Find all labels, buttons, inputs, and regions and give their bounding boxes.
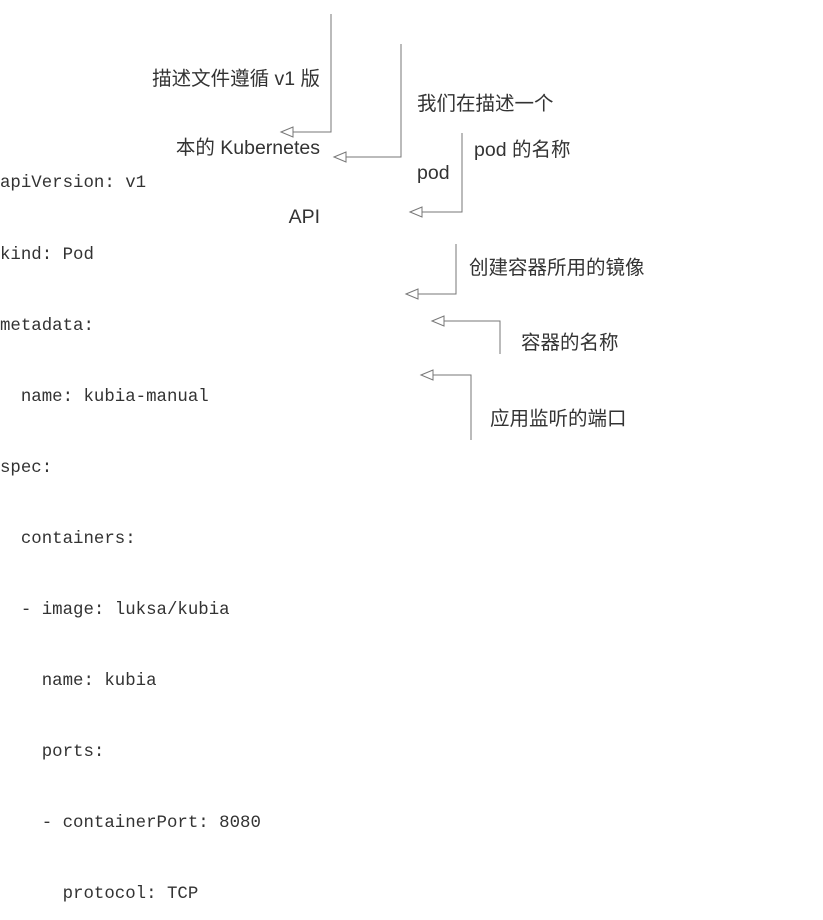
annotation-api-version-line-3: API [288, 206, 320, 228]
callout-arrow-api-version [279, 14, 332, 138]
callout-arrow-pod-name [408, 133, 463, 218]
code-line-protocol: protocol: TCP [0, 885, 199, 905]
callout-arrow-kind [332, 44, 402, 163]
code-line-spec: spec: [0, 458, 53, 478]
code-line-metadata-name: name: kubia-manual [0, 387, 209, 407]
annotation-api-version-line-2: 本的 Kubernetes [175, 137, 320, 159]
annotation-api-version-line-1: 描述文件遵循 v1 版 [152, 68, 320, 90]
code-line-container-name: name: kubia [0, 672, 157, 692]
callout-arrows [279, 14, 501, 440]
code-line-api-version: apiVersion: v1 [0, 174, 147, 194]
annotation-image: 创建容器所用的镜像 [469, 257, 645, 279]
code-line-kind: kind: Pod [0, 245, 94, 265]
code-line-metadata: metadata: [0, 316, 94, 336]
annotation-api-version: 描述文件遵循 v1 版 本的 Kubernetes API [60, 22, 320, 252]
callout-arrow-image [404, 244, 457, 300]
callout-arrow-container-name [430, 315, 501, 354]
code-line-containers: containers: [0, 529, 136, 549]
annotation-pod-name: pod 的名称 [474, 139, 571, 161]
callout-arrow-port [419, 369, 472, 440]
annotation-kind-line-1: 我们在描述一个 [417, 93, 554, 115]
code-line-container-port: - containerPort: 8080 [0, 814, 261, 834]
annotation-kind-line-2: pod [417, 162, 450, 184]
annotation-port: 应用监听的端口 [490, 408, 627, 430]
code-line-image: - image: luksa/kubia [0, 600, 230, 620]
annotation-kind: 我们在描述一个 pod [417, 47, 554, 208]
annotation-container-name: 容器的名称 [521, 332, 619, 354]
code-line-ports: ports: [0, 743, 105, 763]
